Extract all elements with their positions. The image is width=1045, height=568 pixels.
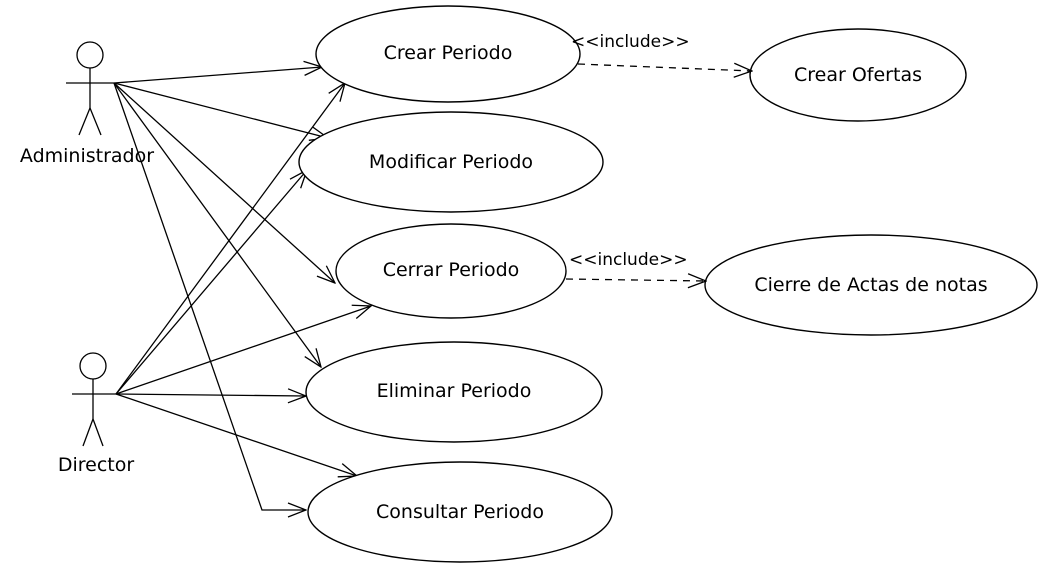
include-label-cerrar: <<include>> bbox=[569, 250, 688, 270]
use-case-crear-periodo: Crear Periodo bbox=[315, 5, 581, 103]
assoc-admin-consultar bbox=[113, 82, 306, 510]
use-case-eliminar-periodo-label: Eliminar Periodo bbox=[377, 380, 532, 402]
include-relation-cerrar: <<include>> bbox=[565, 250, 706, 281]
administrador-associations bbox=[113, 67, 335, 510]
assoc-director-crear bbox=[115, 83, 345, 395]
use-case-crear-ofertas-label: Crear Ofertas bbox=[794, 64, 922, 86]
use-case-cerrar-periodo: Cerrar Periodo bbox=[335, 223, 567, 319]
assoc-director-eliminar bbox=[115, 394, 306, 396]
assoc-admin-eliminar bbox=[113, 82, 321, 367]
actor-director: Director bbox=[58, 352, 135, 476]
use-case-cierre-actas-label: Cierre de Actas de notas bbox=[754, 274, 987, 296]
director-associations bbox=[115, 83, 371, 476]
use-case-consultar-periodo-label: Consultar Periodo bbox=[376, 501, 544, 523]
use-case-modificar-periodo-label: Modificar Periodo bbox=[369, 151, 533, 173]
assoc-director-cerrar bbox=[115, 306, 371, 395]
assoc-admin-cerrar bbox=[113, 82, 335, 283]
use-case-crear-ofertas: Crear Ofertas bbox=[749, 28, 967, 122]
assoc-admin-crear bbox=[113, 67, 322, 84]
use-case-crear-periodo-label: Crear Periodo bbox=[384, 42, 513, 64]
use-case-cierre-actas: Cierre de Actas de notas bbox=[704, 234, 1038, 336]
use-case-modificar-periodo: Modificar Periodo bbox=[298, 111, 604, 213]
use-case-eliminar-periodo: Eliminar Periodo bbox=[305, 341, 603, 443]
actor-administrador: Administrador bbox=[20, 41, 154, 167]
assoc-director-consultar bbox=[115, 393, 357, 476]
include-relation-crear: <<include>> bbox=[571, 32, 752, 71]
use-case-consultar-periodo: Consultar Periodo bbox=[307, 461, 613, 563]
include-label-crear: <<include>> bbox=[571, 32, 690, 52]
use-case-cerrar-periodo-label: Cerrar Periodo bbox=[383, 259, 520, 281]
assoc-admin-modificar bbox=[113, 82, 328, 138]
actor-director-label: Director bbox=[58, 454, 135, 476]
actor-administrador-label: Administrador bbox=[20, 145, 154, 167]
assoc-director-modificar bbox=[115, 170, 307, 395]
